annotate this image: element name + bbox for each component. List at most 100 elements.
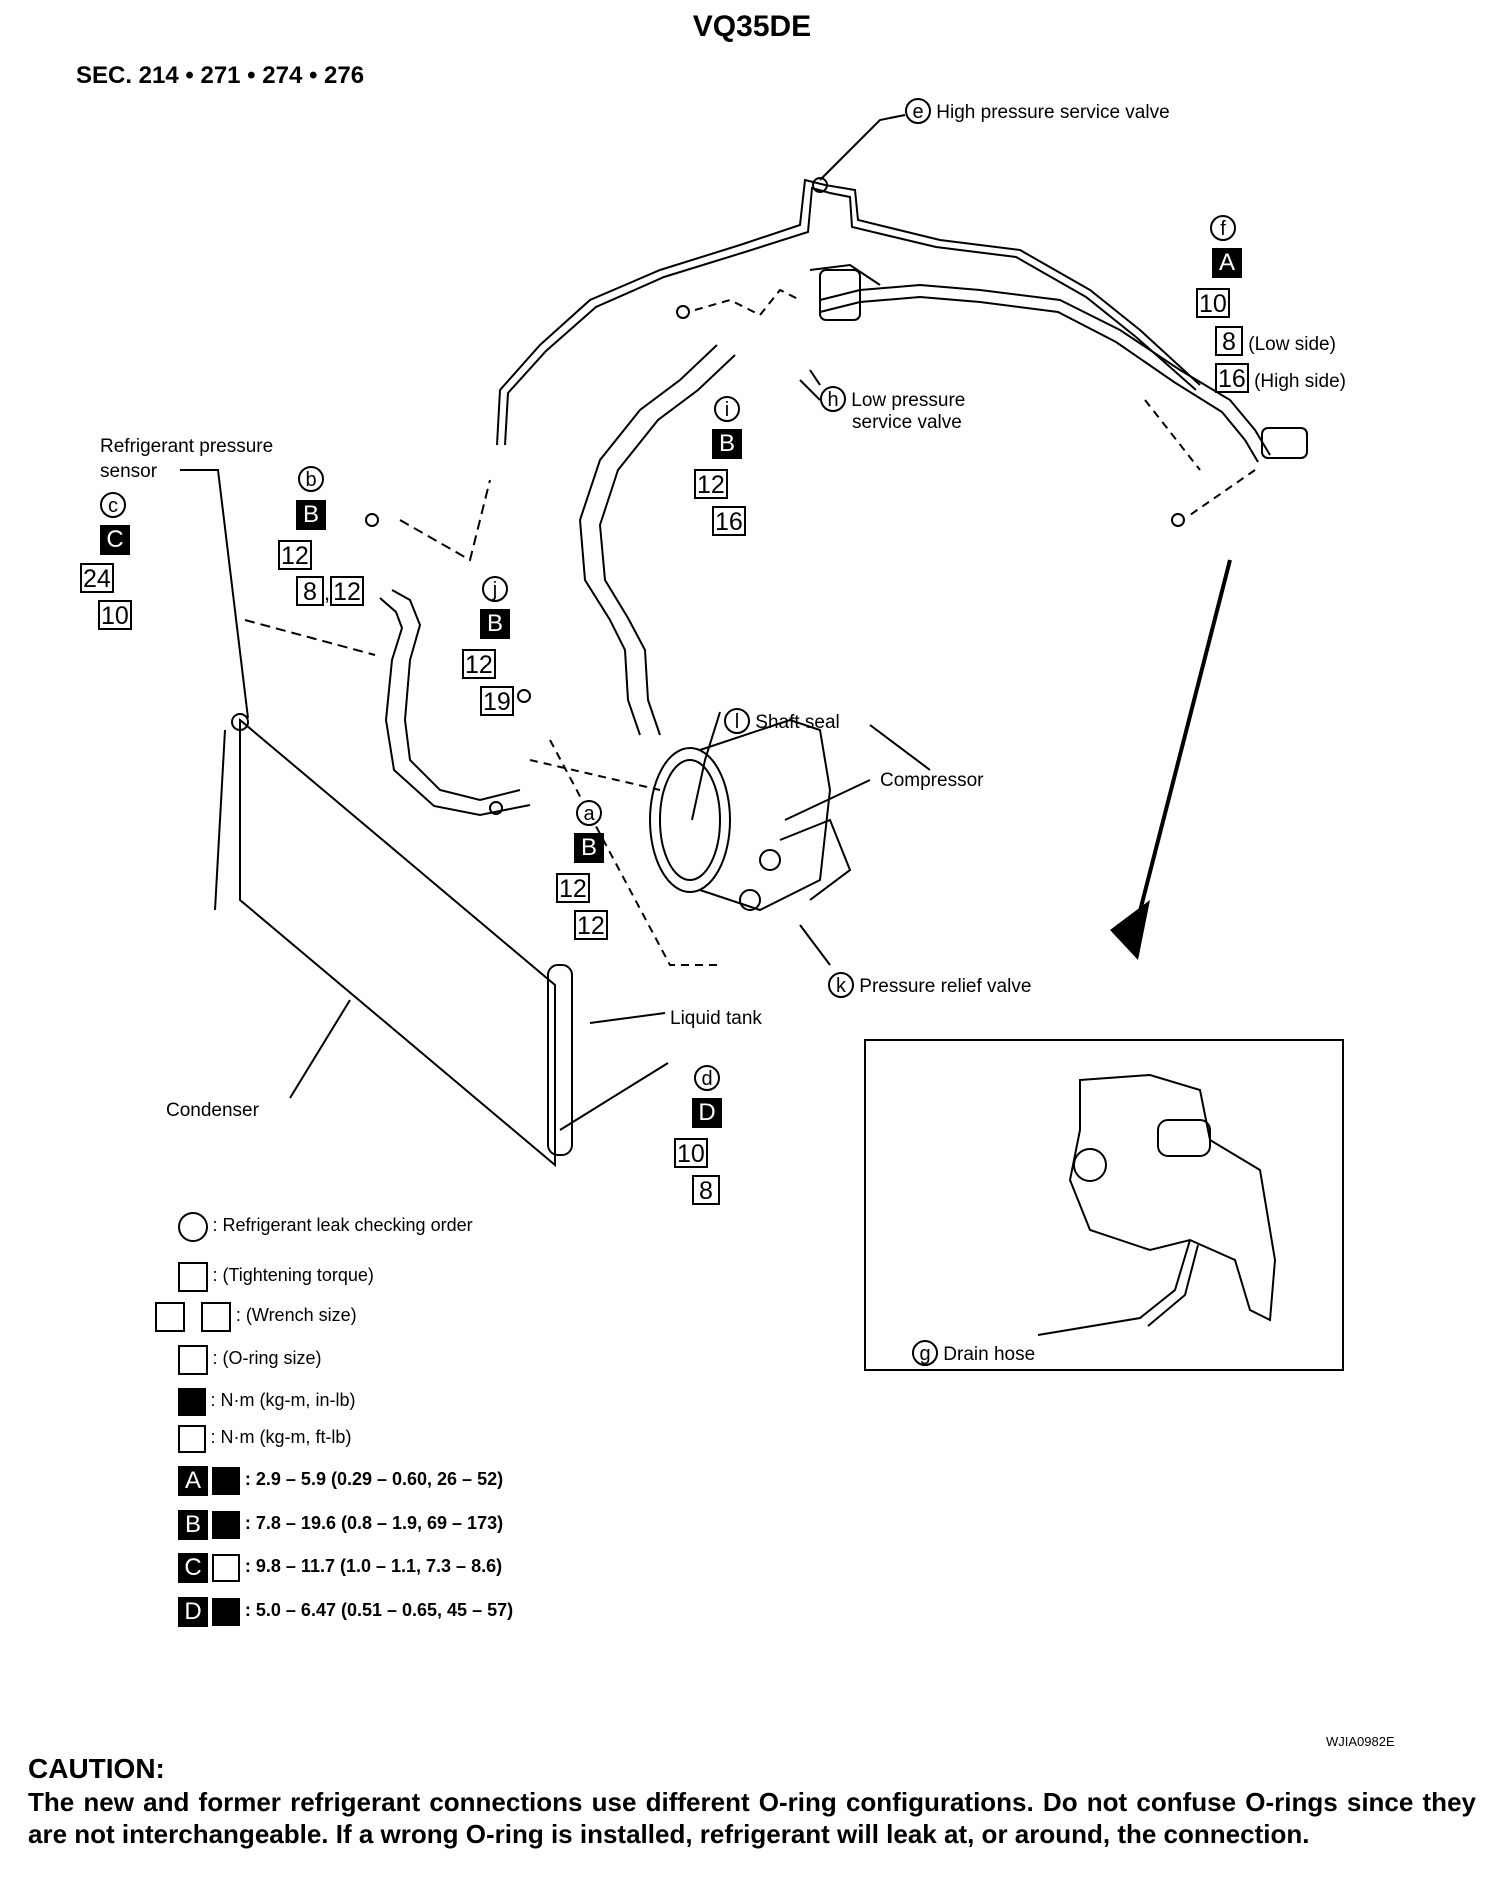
legend-oring-text: : (O-ring size) [212,1348,322,1369]
legend-torque-box [178,1262,208,1292]
legend-oring-row: : (O-ring size) [178,1345,321,1375]
legend-wrench-box-1 [155,1302,185,1332]
callout-f-oring-high-note: (High side) [1254,371,1346,392]
legend-grade-a-text: : 2.9 – 5.9 (0.29 – 0.60, 26 – 52) [244,1469,504,1490]
callout-a-oring: 12 [574,910,608,940]
callout-l: l Shaft seal [724,708,840,734]
condenser-label: Condenser [166,1100,259,1121]
callout-a-letter: a [576,800,602,826]
callout-d-letter: d [694,1065,720,1091]
callout-k-label: Pressure relief valve [859,976,1032,997]
callout-e-letter: e [905,98,931,124]
figure-code: WJIA0982E [1326,1734,1395,1749]
legend-grade-c: C [178,1553,208,1583]
torque-wrench-icon [212,1598,241,1626]
callout-c-torque: 24 [80,563,114,593]
callout-g-letter: g [912,1340,938,1366]
callout-f-grade: A [1212,248,1242,278]
callout-e-label: High pressure service valve [936,102,1170,123]
callout-b-oring-1: 8 [296,576,324,606]
callout-f-letter: f [1210,215,1236,241]
caution-heading: CAUTION: [28,1753,165,1784]
callout-l-label: Shaft seal [755,712,840,733]
callout-k: k Pressure relief valve [828,972,1031,998]
legend-grade-c-text: : 9.8 – 11.7 (1.0 – 1.1, 7.3 – 8.6) [244,1556,503,1577]
legend-nm-inlb-text: : N·m (kg-m, in-lb) [210,1390,356,1411]
callout-b: b [298,466,324,492]
callout-g: g Drain hose [912,1340,1035,1366]
callout-d-torque: 10 [674,1138,708,1168]
callout-j: j [482,576,508,602]
callout-b-letter: b [298,466,324,492]
callout-l-letter: l [724,708,750,734]
legend-tightening-text: : (Tightening torque) [212,1265,374,1286]
callout-i-oring: 16 [712,506,746,536]
callout-j-torque: 12 [462,649,496,679]
liquid-tank-label: Liquid tank [670,1008,762,1029]
legend-grade-row-b: B : 7.8 – 19.6 (0.8 – 1.9, 69 – 173) [178,1510,503,1540]
legend-circle-text: : Refrigerant leak checking order [212,1215,473,1236]
callout-f: f [1210,215,1236,241]
torque-wrench-icon [178,1388,206,1416]
callout-i: i [714,396,740,422]
callout-i-torque: 12 [694,469,728,499]
callout-b-torque: 12 [278,540,312,570]
legend-nm-ftlb-text: : N·m (kg-m, ft-lb) [210,1427,352,1448]
legend-oring-box [178,1345,208,1375]
callout-f-torque: 10 [1196,288,1230,318]
callout-a-grade: B [574,833,604,863]
callout-d: d [694,1065,720,1091]
legend-grade-d: D [178,1597,208,1627]
callout-h-label-line2: service valve [852,412,962,433]
page-title: VQ35DE [692,10,812,43]
torque-wrench-outline-icon [178,1425,206,1453]
callout-a-torque: 12 [556,873,590,903]
callout-d-oring: 8 [692,1175,720,1205]
callout-g-label: Drain hose [943,1344,1036,1365]
legend-circle-symbol [178,1212,208,1242]
legend-grade-row-a: A : 2.9 – 5.9 (0.29 – 0.60, 26 – 52) [178,1466,503,1496]
legend-wrench-row: : (Wrench size) [155,1302,357,1332]
callout-j-oring: 19 [480,686,514,716]
legend-wrench-text: : (Wrench size) [235,1305,357,1326]
torque-wrench-outline-icon [212,1554,241,1582]
legend-grade-a: A [178,1466,208,1496]
legend-grade-b: B [178,1510,208,1540]
compressor-label: Compressor [880,770,984,791]
callout-c-grade: C [100,525,130,555]
callout-d-grade: D [692,1098,722,1128]
caution-text: The new and former refrigerant connectio… [28,1787,1476,1849]
legend-grade-row-c: C : 9.8 – 11.7 (1.0 – 1.1, 7.3 – 8.6) [178,1553,502,1583]
legend-grade-row-d: D : 5.0 – 6.47 (0.51 – 0.65, 45 – 57) [178,1597,513,1627]
callout-f-oring-low: 8 [1215,326,1243,356]
torque-wrench-icon [212,1467,241,1495]
callout-c: c [100,492,126,518]
refrigerant-pressure-sensor-label-line1: Refrigerant pressure [100,436,274,457]
legend-tightening-row: : (Tightening torque) [178,1262,374,1292]
legend-nm-ftlb-row: : N·m (kg-m, ft-lb) [178,1425,351,1453]
callout-h-label-line1: Low pressure [851,390,966,411]
torque-wrench-icon [212,1511,241,1539]
callout-h-letter: h [820,386,846,412]
callout-b-comma: , [324,580,331,605]
callout-h: h Low pressure [820,386,965,412]
callout-b-grade: B [296,500,326,530]
callout-i-letter: i [714,396,740,422]
legend-grade-d-text: : 5.0 – 6.47 (0.51 – 0.65, 45 – 57) [244,1600,514,1621]
callout-j-letter: j [482,576,508,602]
callout-f-oring-low-note: (Low side) [1248,334,1336,355]
callout-e: e High pressure service valve [905,98,1170,124]
callout-k-letter: k [828,972,854,998]
legend-circle-row: : Refrigerant leak checking order [178,1212,473,1242]
callout-a: a [576,800,602,826]
callout-c-letter: c [100,492,126,518]
callout-b-oring-2: 12 [330,576,364,606]
legend-grade-b-text: : 7.8 – 19.6 (0.8 – 1.9, 69 – 173) [244,1513,504,1534]
callout-j-grade: B [480,609,510,639]
section-reference: SEC. 214 • 271 • 274 • 276 [76,62,365,89]
legend-nm-inlb-row: : N·m (kg-m, in-lb) [178,1388,355,1416]
callout-f-oring-high: 16 [1215,363,1249,393]
callout-c-oring: 10 [98,600,132,630]
callout-i-grade: B [712,429,742,459]
